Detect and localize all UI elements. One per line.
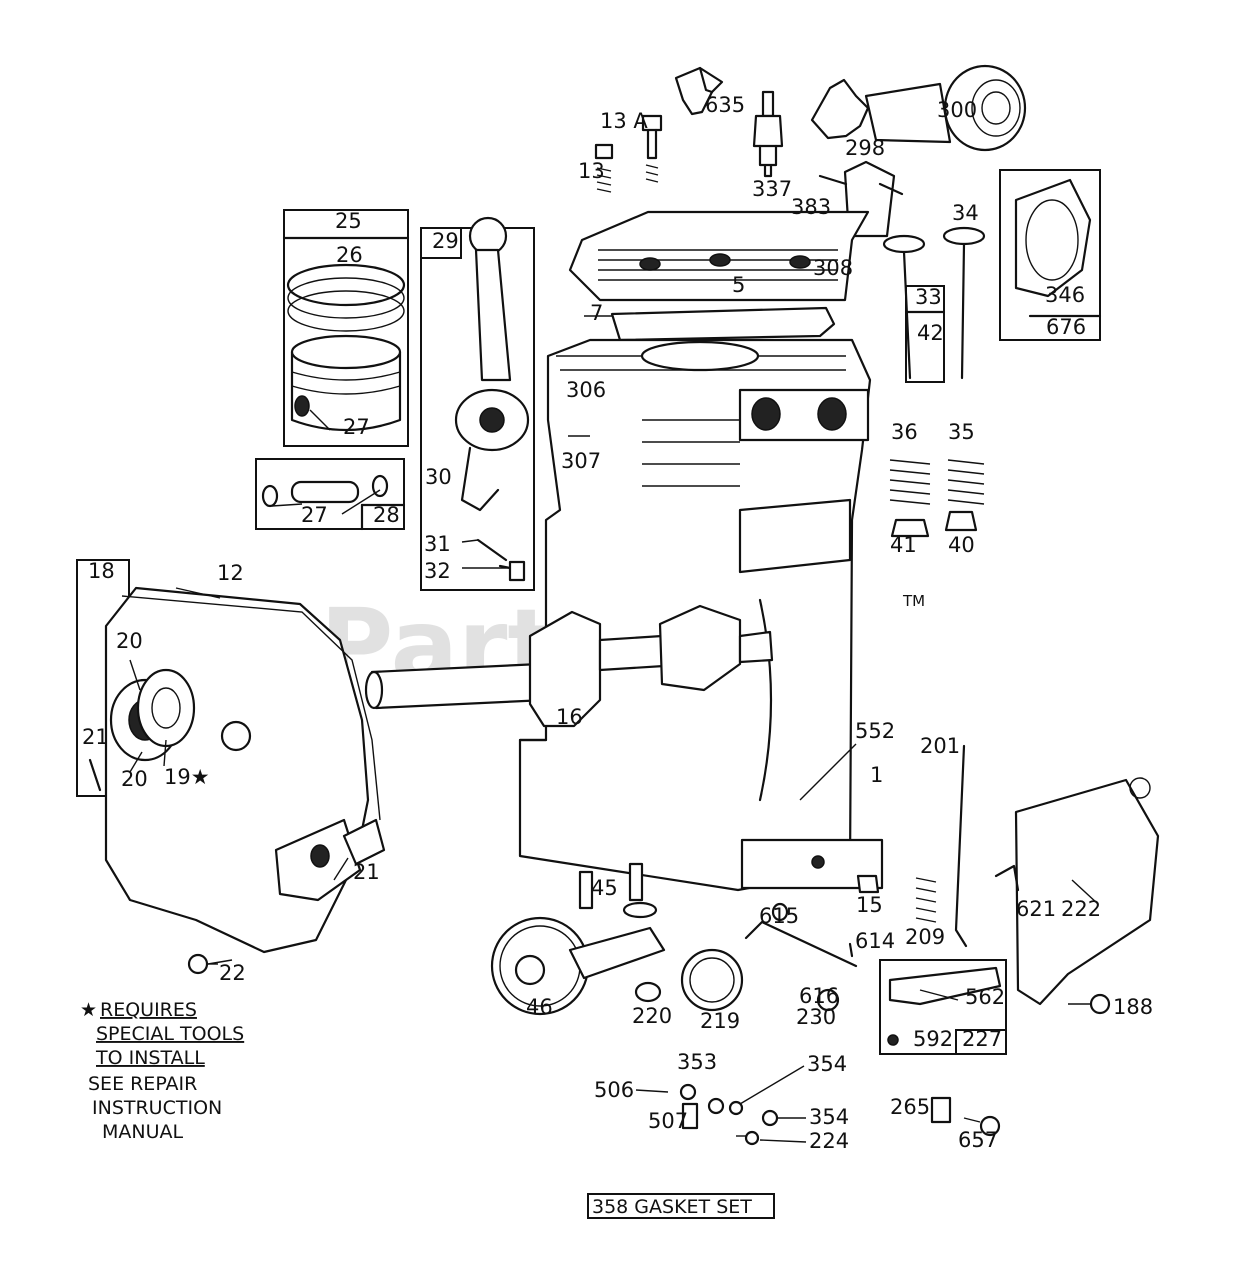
callout-c-346: 346 (1045, 283, 1085, 307)
callout-c-224: 224 (809, 1129, 849, 1153)
callout-c-46: 46 (526, 995, 553, 1019)
callout-c-36: 36 (891, 420, 918, 444)
callout-c-300: 300 (937, 98, 977, 122)
note-line-4: SEE REPAIR (88, 1073, 197, 1095)
crankshaft (364, 604, 774, 728)
callout-c-19: 19★ (164, 765, 210, 789)
linkage-and-spring (856, 744, 968, 948)
callout-c-31: 31 (424, 532, 451, 556)
note-line-1: REQUIRES (100, 999, 197, 1021)
control-bracket (994, 777, 1160, 1015)
callout-c-42: 42 (917, 321, 944, 345)
callout-c-40: 40 (948, 533, 975, 557)
callout-c-1: 1 (870, 763, 883, 787)
callout-c-552: 552 (855, 719, 895, 743)
governor-lever-box (879, 959, 1007, 1055)
small-hardware (635, 1083, 1001, 1146)
head-bolts (594, 114, 663, 193)
callout-c-20b: 20 (121, 767, 148, 791)
callout-c-562: 562 (965, 985, 1005, 1009)
callout-c-657: 657 (958, 1128, 998, 1152)
callout-c-676: 676 (1046, 315, 1086, 339)
callout-c-15: 15 (856, 893, 883, 917)
piston-assembly (282, 209, 410, 447)
spark-plug (752, 90, 784, 178)
callout-c-227: 227 (962, 1027, 1002, 1051)
callout-c-307: 307 (561, 449, 601, 473)
callout-c-13a: 13 A (600, 109, 648, 133)
callout-c-13: 13 (578, 159, 605, 183)
callout-c-615: 615 (759, 904, 799, 928)
callout-c-20a: 20 (116, 629, 143, 653)
valves-and-springs (882, 226, 986, 538)
gasket-set-box: 358 GASKET SET (587, 1193, 775, 1219)
callout-c-30: 30 (425, 465, 452, 489)
spark-plug-boot (674, 66, 724, 116)
note-line-3: TO INSTALL (95, 1047, 205, 1069)
leader-lines (129, 315, 1099, 1143)
wrist-pin-kit (255, 458, 406, 531)
callout-c-41: 41 (890, 533, 917, 557)
callout-c-35: 35 (948, 420, 975, 444)
callout-c-26: 26 (336, 243, 363, 267)
callout-c-28: 28 (373, 503, 400, 527)
callout-c-230: 230 (796, 1005, 836, 1029)
note-line-6: MANUAL (102, 1121, 184, 1143)
callout-c-22: 22 (219, 961, 246, 985)
star-icon: ★ (80, 999, 97, 1021)
governor-shaft (744, 902, 858, 1012)
cylinder-head (568, 210, 870, 342)
callout-c-220: 220 (632, 1004, 672, 1028)
callout-c-353: 353 (677, 1050, 717, 1074)
callout-c-29: 29 (432, 229, 459, 253)
callout-c-18: 18 (88, 559, 115, 583)
callout-c-265: 265 (890, 1095, 930, 1119)
callout-c-32: 32 (424, 559, 451, 583)
callout-c-337: 337 (752, 177, 792, 201)
callout-c-222: 222 (1061, 897, 1101, 921)
callout-c-188: 188 (1113, 995, 1153, 1019)
callout-c-298: 298 (845, 136, 885, 160)
crankcase-cover (76, 559, 386, 975)
callout-c-7: 7 (590, 301, 603, 325)
callout-c-25: 25 (335, 209, 362, 233)
callout-c-27b: 27 (301, 503, 328, 527)
callout-c-621: 621 (1016, 897, 1056, 921)
callout-c-507: 507 (648, 1109, 688, 1133)
callout-c-21b: 21 (353, 860, 380, 884)
callout-c-506: 506 (594, 1078, 634, 1102)
watermark-trademark: TM (902, 592, 925, 610)
callout-c-308: 308 (813, 256, 853, 280)
callout-c-354a: 354 (807, 1052, 847, 1076)
gasket-set-label: 358 GASKET SET (592, 1196, 752, 1218)
callout-c-27a: 27 (343, 415, 370, 439)
camshaft-assembly (490, 862, 744, 1016)
callout-c-383: 383 (791, 195, 831, 219)
callout-c-16: 16 (556, 705, 583, 729)
callout-c-635: 635 (705, 93, 745, 117)
callout-c-219: 219 (700, 1009, 740, 1033)
special-tools-note: ★ REQUIRES SPECIAL TOOLS TO INSTALL SEE … (80, 999, 244, 1143)
callout-c-616: 616 (799, 984, 839, 1008)
connecting-rod-box (420, 216, 535, 591)
callout-c-45: 45 (591, 876, 618, 900)
callout-c-354b: 354 (809, 1105, 849, 1129)
callout-c-201: 201 (920, 734, 960, 758)
callout-c-5: 5 (732, 273, 745, 297)
callout-c-21a: 21 (82, 725, 109, 749)
callout-c-306: 306 (566, 378, 606, 402)
breather-assembly (999, 169, 1102, 341)
callout-c-614: 614 (855, 929, 895, 953)
note-line-2: SPECIAL TOOLS (96, 1023, 244, 1045)
callout-c-592: 592 (913, 1027, 953, 1051)
callout-c-33: 33 (915, 285, 942, 309)
callout-c-209: 209 (905, 925, 945, 949)
callout-c-12: 12 (217, 561, 244, 585)
air-filter (810, 64, 1027, 152)
callout-c-34: 34 (952, 201, 979, 225)
note-line-5: INSTRUCTION (92, 1097, 222, 1119)
